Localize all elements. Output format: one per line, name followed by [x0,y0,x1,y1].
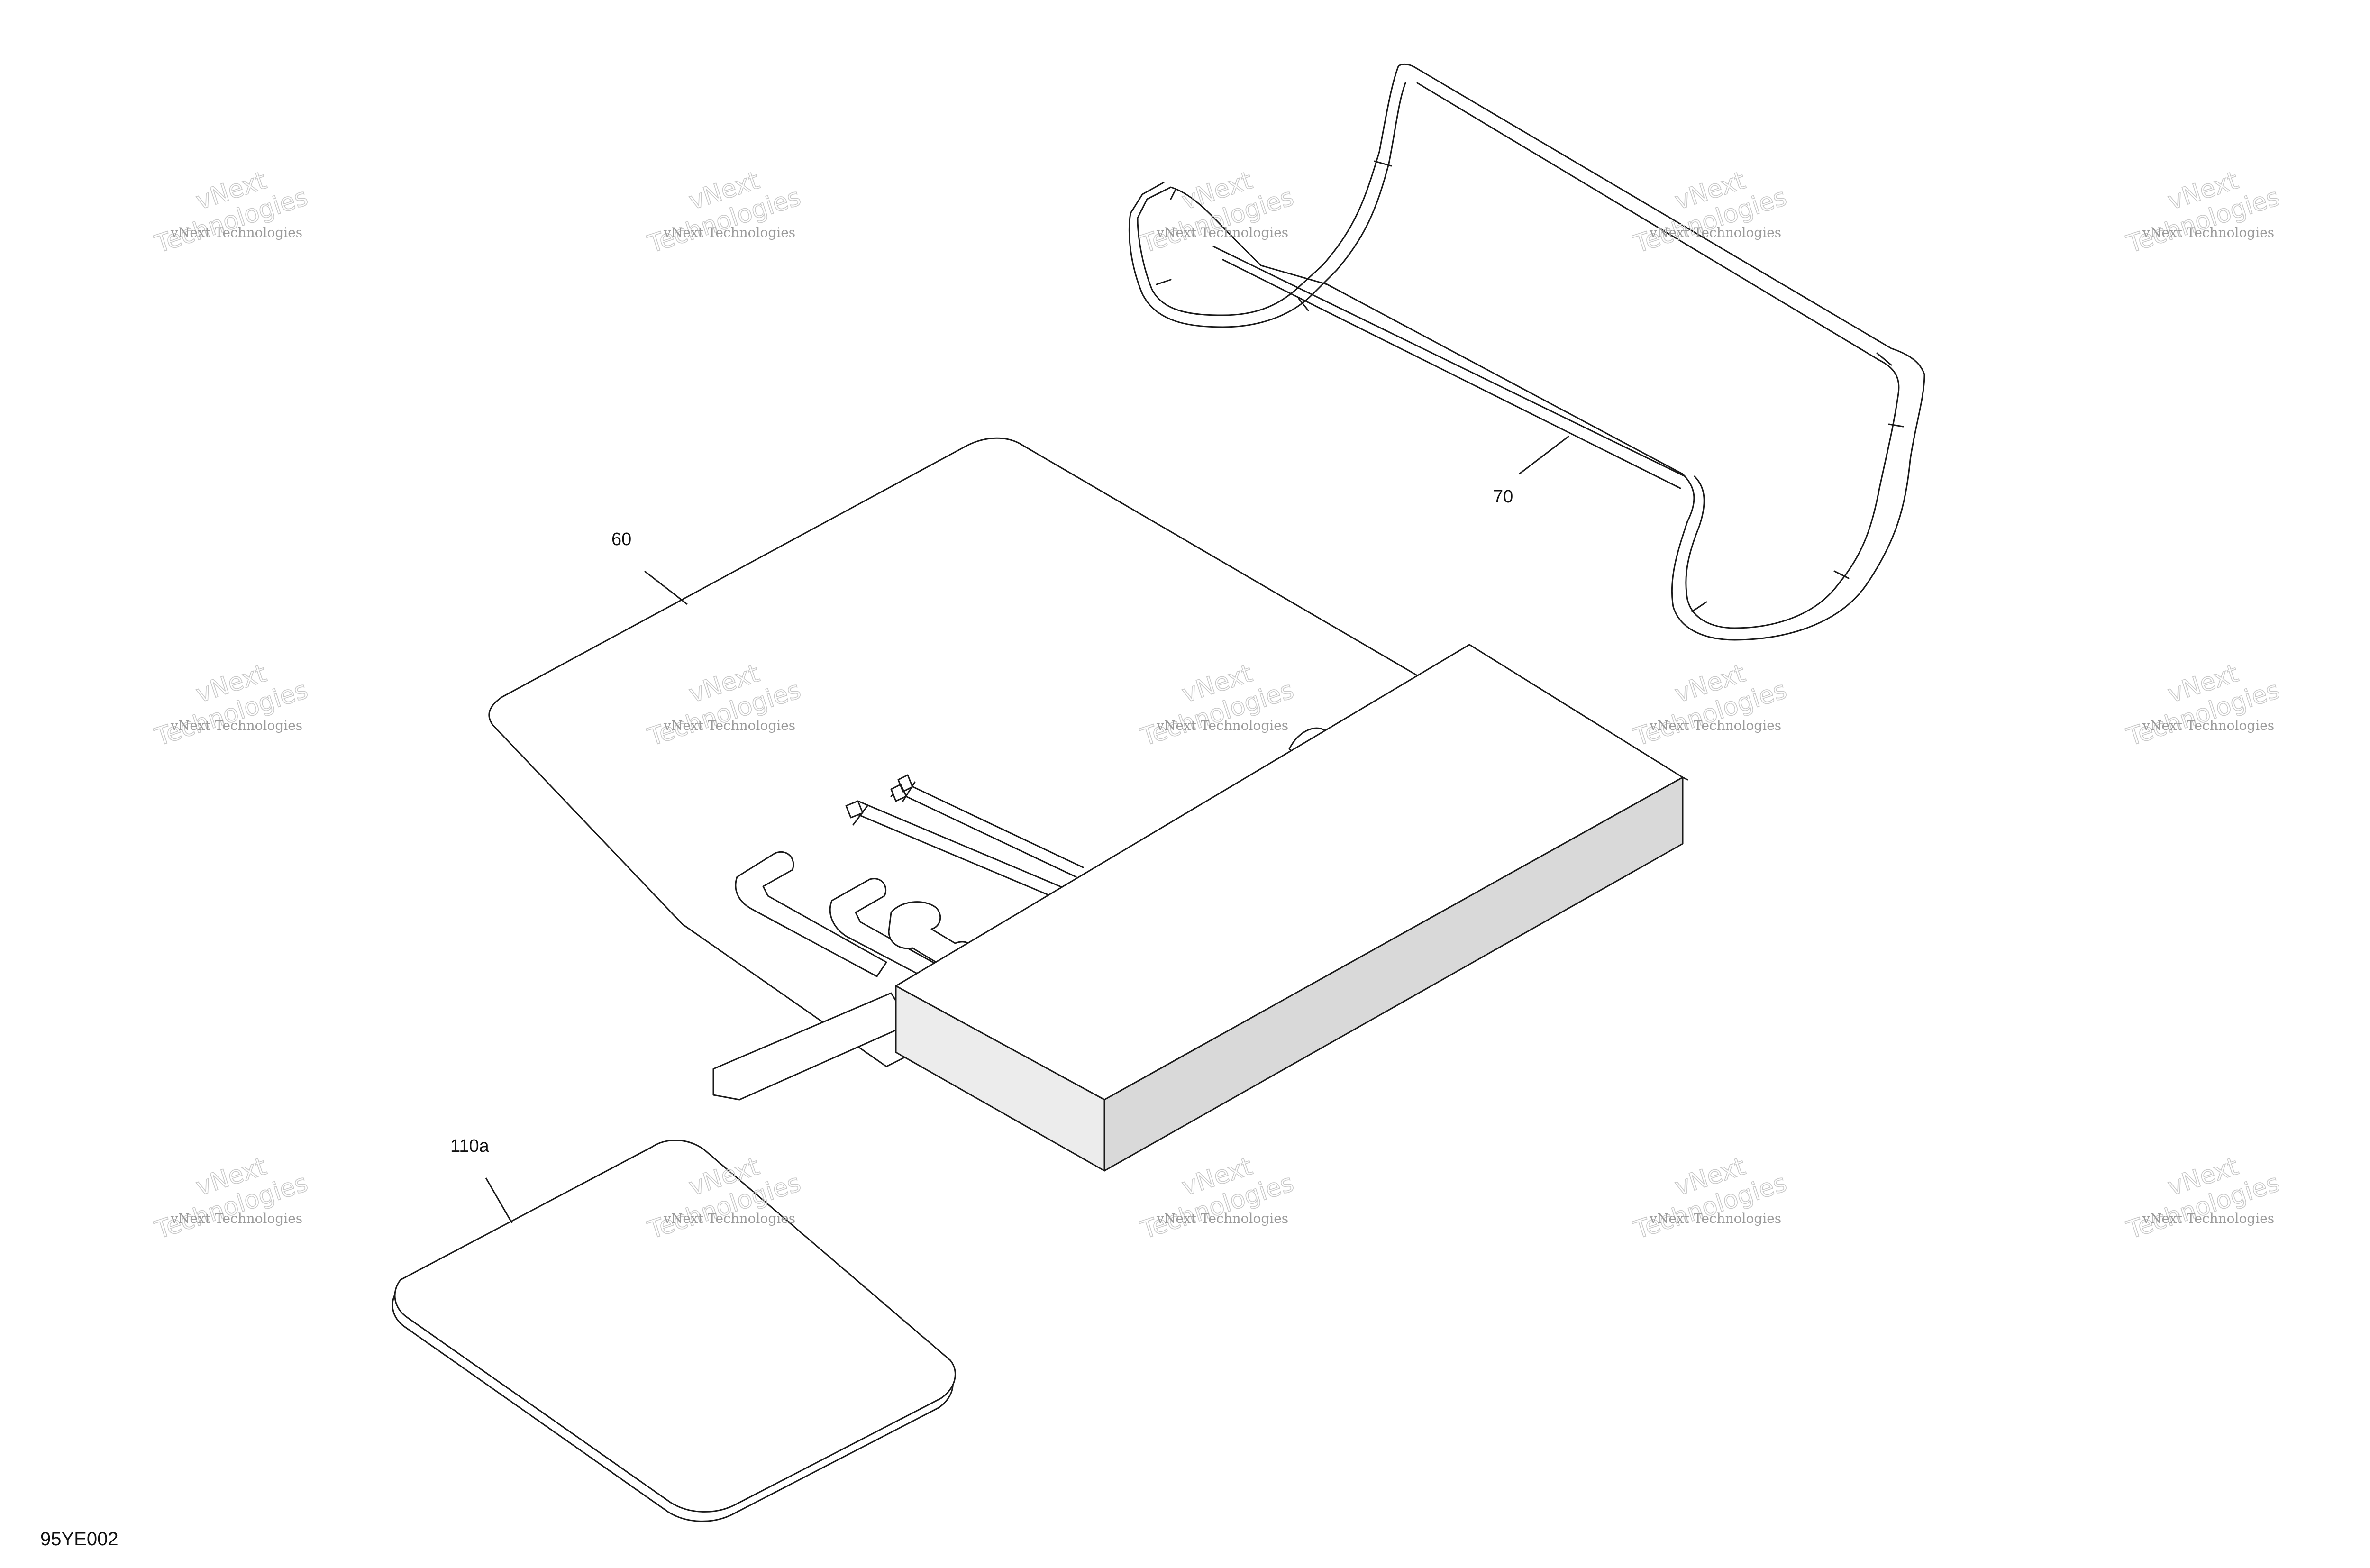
strap-segment-marks [1156,160,1904,612]
watermark-small: vNext Technologies [663,225,795,240]
strap-inner-loop [1128,82,1406,328]
watermark-small: vNext Technologies [170,1211,302,1226]
callout-label-70: 70 [1493,487,1513,507]
figure-code: 95YE002 [40,1529,118,1550]
watermark-small: vNext Technologies [2142,225,2274,240]
tool-kit-part [488,437,1688,1172]
watermark-small: vNext Technologies [1156,1211,1288,1226]
watermark-small: vNext Technologies [663,718,795,733]
strap-front-bar-inner [1222,259,1681,489]
leader-110a [485,1177,513,1223]
leader-70 [1519,435,1569,475]
pouch-tab [712,992,911,1101]
watermark-small: vNext Technologies [1649,1211,1781,1226]
leader-60 [644,570,688,605]
strap-outer-loop [1137,63,1925,641]
watermark-small: vNext Technologies [1649,718,1781,733]
strap-bracket-part [1128,63,1925,641]
box-side-face [1103,776,1684,1172]
strap-front-bar [1212,246,1686,477]
callout-60: 60 [611,529,688,605]
pad-top [394,1140,956,1513]
callout-label-60: 60 [611,529,631,549]
watermark-small: vNext Technologies [663,1211,795,1226]
watermark-small: vNext Technologies [1156,225,1288,240]
watermark-small: vNext Technologies [2142,718,2274,733]
screwdriver-bits [848,781,1084,902]
watermark-small: vNext Technologies [170,225,302,240]
watermark-small: vNext Technologies [2142,1211,2274,1226]
box-side-edge [1682,776,1688,781]
pad-part [392,1140,956,1522]
callout-110a: 110a [450,1136,513,1223]
strap-inner-rail [1416,82,1900,629]
callout-label-110a: 110a [450,1136,490,1156]
watermark-small: vNext Technologies [1649,225,1781,240]
watermark-small: vNext Technologies [1156,718,1288,733]
allen-key-large [735,851,887,977]
callout-70: 70 [1493,435,1569,507]
watermark-small: vNext Technologies [170,718,302,733]
bit-tips [845,774,913,819]
